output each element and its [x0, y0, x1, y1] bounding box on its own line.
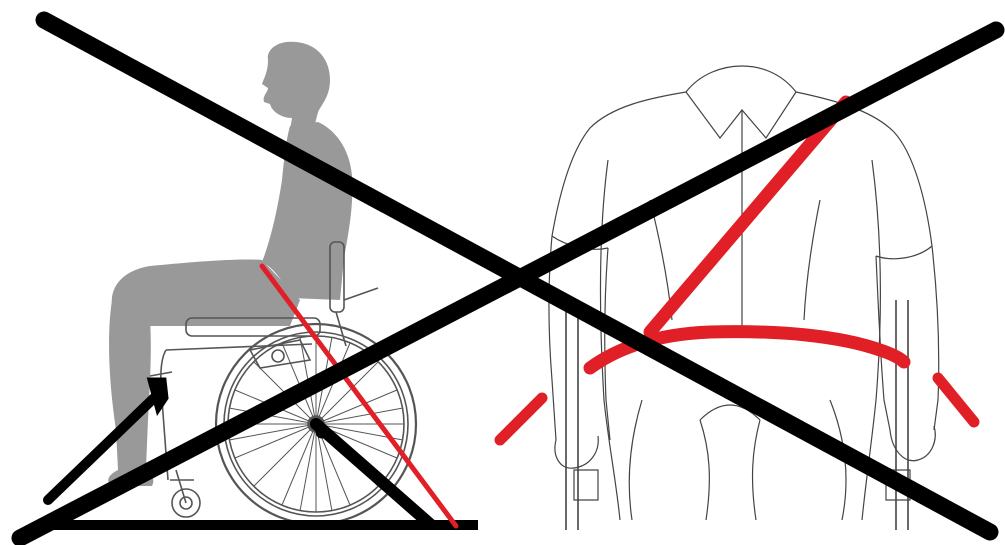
right-belt-end — [938, 378, 974, 422]
floor-line — [40, 520, 478, 530]
side-view-panel — [40, 42, 478, 530]
left-belt-end — [500, 398, 542, 440]
person-front-outline — [549, 66, 939, 530]
